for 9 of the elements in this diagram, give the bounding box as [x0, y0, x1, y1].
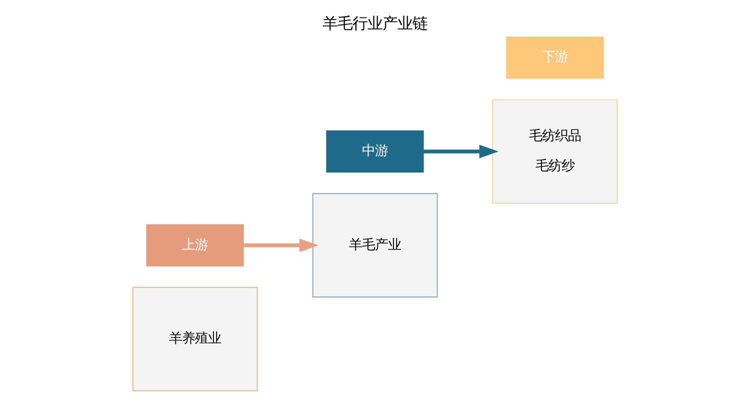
- arrow: [244, 238, 319, 252]
- node-box: 毛纺织品 毛纺纱: [492, 99, 618, 204]
- node-box: 上游: [146, 224, 244, 266]
- node-box: 中游: [326, 130, 424, 173]
- node-box: 下游: [506, 36, 604, 79]
- diagram-title: 羊毛行业产业链: [322, 14, 428, 32]
- node-box: 羊毛产业: [312, 193, 438, 298]
- arrow: [424, 144, 499, 158]
- node-box: 羊养殖业: [132, 286, 258, 392]
